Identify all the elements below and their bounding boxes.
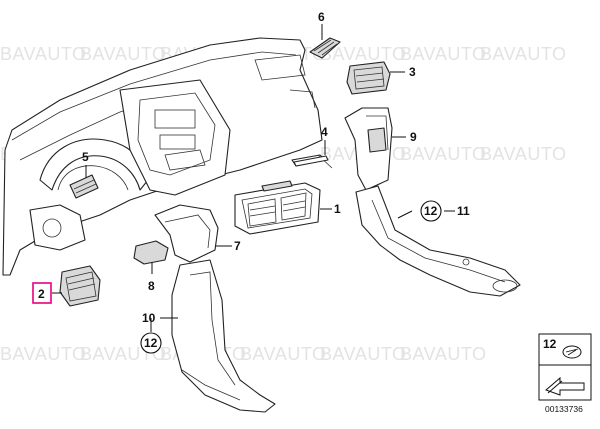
callout-12-lower[interactable]: 12 xyxy=(144,336,158,350)
callout-12-circle-right xyxy=(420,200,442,222)
callout-7[interactable]: 7 xyxy=(234,239,241,253)
diagram-code: 00133736 xyxy=(545,404,583,414)
watermark-text: BAVAUTO xyxy=(480,144,567,164)
watermark-row-bottom: BAVAUTO BAVAUTO BAVAUTO BAVAUTO BAVAUTO … xyxy=(0,344,487,364)
watermark-text: BAVAUTO xyxy=(400,44,487,64)
callout-1[interactable]: 1 xyxy=(334,202,341,216)
watermark-text: BAVAUTO xyxy=(320,344,407,364)
clip-icon xyxy=(562,345,582,359)
part-2-left-vent xyxy=(59,265,101,307)
callout-9[interactable]: 9 xyxy=(410,130,417,144)
part-3-side-vent xyxy=(346,61,391,95)
callout-5[interactable]: 5 xyxy=(82,150,89,164)
watermark-text: BAVAUTO xyxy=(0,344,87,364)
leader-lines xyxy=(52,24,455,332)
watermark-text: BAVAUTO xyxy=(240,344,327,364)
callout-3[interactable]: 3 xyxy=(409,65,416,79)
part-9-duct xyxy=(344,107,393,191)
callout-10[interactable]: 10 xyxy=(142,311,156,325)
watermark-text: BAVAUTO xyxy=(480,44,567,64)
part-6-grille xyxy=(309,37,341,59)
arrow-icon xyxy=(545,376,585,396)
watermark-text: BAVAUTO xyxy=(400,344,487,364)
callout-2[interactable]: 2 xyxy=(38,287,45,301)
part-4-trim xyxy=(293,155,329,167)
watermark-text: BAVAUTO xyxy=(0,44,87,64)
watermark-text: BAVAUTO xyxy=(80,44,167,64)
dashboard-illustration xyxy=(2,37,333,276)
part-8-clip xyxy=(133,240,169,265)
callout-12-circle-lower xyxy=(140,332,162,354)
callout-6[interactable]: 6 xyxy=(318,10,325,24)
callout-12-right[interactable]: 12 xyxy=(424,204,438,218)
part-10-lower-duct xyxy=(171,259,276,413)
legend-part-number: 12 xyxy=(543,337,557,351)
part-11-long-duct xyxy=(355,185,521,297)
callout-2-highlight xyxy=(32,282,52,304)
part-7-center-duct xyxy=(154,204,219,263)
watermark-text: BAVAUTO xyxy=(400,144,487,164)
watermark-text: BAVAUTO xyxy=(320,44,407,64)
part-1-center-vent xyxy=(234,180,321,235)
legend-box: 12 00133736 xyxy=(538,333,592,414)
callout-4[interactable]: 4 xyxy=(321,125,328,139)
callout-8[interactable]: 8 xyxy=(148,279,155,293)
callout-11[interactable]: 11 xyxy=(457,204,470,218)
